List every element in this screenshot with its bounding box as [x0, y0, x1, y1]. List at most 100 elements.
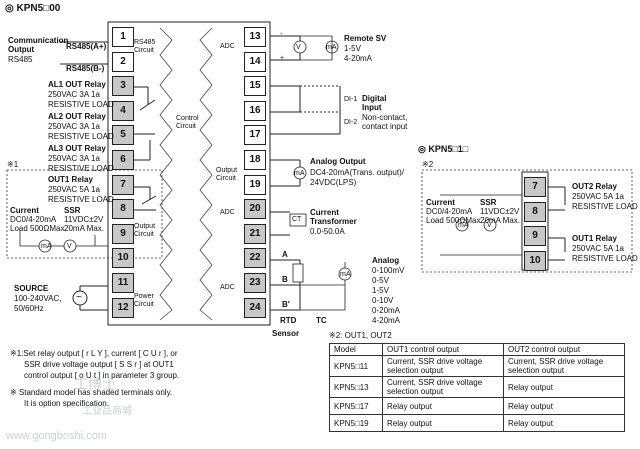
terminal-7: 7	[524, 177, 546, 197]
table-header-cell: OUT1 control output	[382, 343, 504, 356]
terminal-18: 18	[244, 150, 266, 170]
terminal-10: 10	[112, 248, 134, 269]
ct-line1: 0.0-50.0A	[310, 227, 345, 236]
al3-line2: RESISTIVE LOAD	[48, 164, 114, 173]
out1-line1: 250VAC 5A 1a	[48, 185, 100, 194]
rs485-a-label: RS485(A+)	[66, 42, 107, 51]
sub-out2-line2: RESISTIVE LOAD	[572, 202, 638, 211]
adc-label-13: ADC	[220, 43, 235, 50]
sub-out2-line1: 250VAC 5A 1a	[572, 192, 624, 201]
sub-current-title: Current	[426, 198, 455, 207]
terminal-3: 3	[112, 76, 134, 97]
sub-out1-title: OUT1 Relay	[572, 234, 617, 243]
ct-title-1: Current	[310, 208, 339, 217]
table-cell: Current, SSR drive voltage selection out…	[382, 376, 504, 398]
terminal-19: 19	[244, 174, 266, 195]
terminal-2: 2	[112, 51, 134, 72]
power-circuit-label-2: Circuit	[134, 301, 154, 308]
table-cell: KPN5□11	[329, 355, 383, 377]
terminal-16: 16	[244, 100, 266, 121]
power-circuit-label-1: Power	[134, 293, 154, 300]
sub-ssr-line1: 11VDC±2V	[480, 207, 520, 216]
terminal-22: 22	[244, 248, 266, 269]
terminal-12: 12	[112, 297, 134, 318]
out1-title: OUT1 Relay	[48, 175, 93, 184]
ct-title-2: Transformer	[310, 217, 357, 226]
terminal-5: 5	[112, 125, 134, 146]
terminal-11: 11	[112, 273, 134, 293]
v-meter-label: V	[67, 243, 72, 250]
terminal-8: 8	[112, 199, 134, 220]
terminal-4: 4	[112, 100, 134, 121]
sub-out1-line1: 250VAC 5A 1a	[572, 244, 624, 253]
digital-line1: Non-contact,	[362, 113, 408, 122]
sub-current-line1: DC0/4-20mA	[426, 207, 473, 216]
analog-range-item: 0-100mV	[372, 266, 405, 275]
al2-title: AL2 OUT Relay	[48, 112, 106, 121]
watermark-cn2: 工业品商城	[82, 406, 132, 417]
table-cell: KPN5□19	[329, 414, 383, 432]
ssr-line1: 11VDC±2V	[64, 215, 104, 224]
sub-ma-label: mA	[458, 222, 469, 229]
note2-line2: It is option specification.	[24, 399, 109, 408]
analog-out-line2: 24VDC(LPS)	[310, 178, 357, 187]
rtd-label: RTD	[280, 316, 297, 325]
note1-line3: control output [ o U t ] in parameter 3 …	[24, 371, 180, 380]
remote-line1: 1-5V	[344, 44, 361, 53]
analog-out-ma-label: mA	[294, 170, 305, 177]
table-cell: Relay output	[503, 376, 625, 398]
al1-line2: RESISTIVE LOAD	[48, 100, 114, 109]
remote-title: Remote SV	[344, 34, 387, 43]
al3-title: AL3 OUT Relay	[48, 144, 106, 153]
terminal-17: 17	[244, 125, 266, 146]
terminal-15: 15	[244, 76, 266, 97]
current-line2: Load 500ΩMax.	[10, 224, 67, 233]
rs485-b-label: RS485(B-)	[66, 64, 105, 73]
terminal-1: 1	[112, 27, 134, 47]
rtd-b-label: B	[282, 275, 288, 284]
output-circuit-right-label-1: Output	[216, 167, 238, 174]
ct-box-label: CT	[292, 216, 302, 223]
terminal-14: 14	[244, 51, 266, 72]
rtd-bp-label: B'	[282, 300, 290, 309]
al3-line1: 250VAC 3A 1a	[48, 154, 100, 163]
terminal-13: 13	[244, 27, 266, 47]
watermark-cn: 工博士	[74, 376, 116, 392]
al2-line2: RESISTIVE LOAD	[48, 132, 114, 141]
table-cell: Relay output	[503, 414, 625, 432]
al1-title: AL1 OUT Relay	[48, 80, 106, 89]
adc-label-20: ADC	[220, 209, 235, 216]
table-cell: Relay output	[503, 397, 625, 415]
digital-title-1: Digital	[362, 94, 387, 103]
sub-ssr-line2: 20mA Max.	[480, 216, 521, 225]
note2-line1: ※ Standard model has shaded terminals on…	[10, 388, 173, 397]
out1-line2: RESISTIVE LOAD	[48, 195, 114, 204]
al1-line1: 250VAC 3A 1a	[48, 90, 100, 99]
source-title: SOURCE	[14, 284, 49, 293]
table-caption: ※2: OUT1, OUT2	[329, 331, 392, 340]
terminal-24: 24	[244, 297, 266, 318]
remote-v-label: V	[296, 44, 301, 51]
current-title: Current	[10, 206, 39, 215]
analog-out-title: Analog Output	[310, 157, 366, 166]
output-circuit-label-1: Output	[134, 223, 156, 230]
note1-mark: ※1	[7, 160, 19, 169]
note1-line1: ※1:Set relay output [ r L Y ], current […	[10, 349, 178, 358]
remote-line2: 4-20mA	[344, 54, 373, 63]
sub-current-line2: Load 500ΩMax.	[426, 216, 483, 225]
comm-title-1: Communication	[8, 36, 69, 45]
analog-title: Analog	[372, 256, 400, 265]
main-title: ◎ KPN5□00	[5, 3, 61, 14]
terminal-9: 9	[112, 223, 134, 244]
sub-v-label: V	[487, 222, 492, 229]
terminal-20: 20	[244, 199, 266, 220]
comm-sub: RS485	[8, 55, 33, 64]
remote-minus: -	[280, 31, 283, 38]
table-cell: Relay output	[382, 397, 504, 415]
terminal-21: 21	[244, 223, 266, 244]
